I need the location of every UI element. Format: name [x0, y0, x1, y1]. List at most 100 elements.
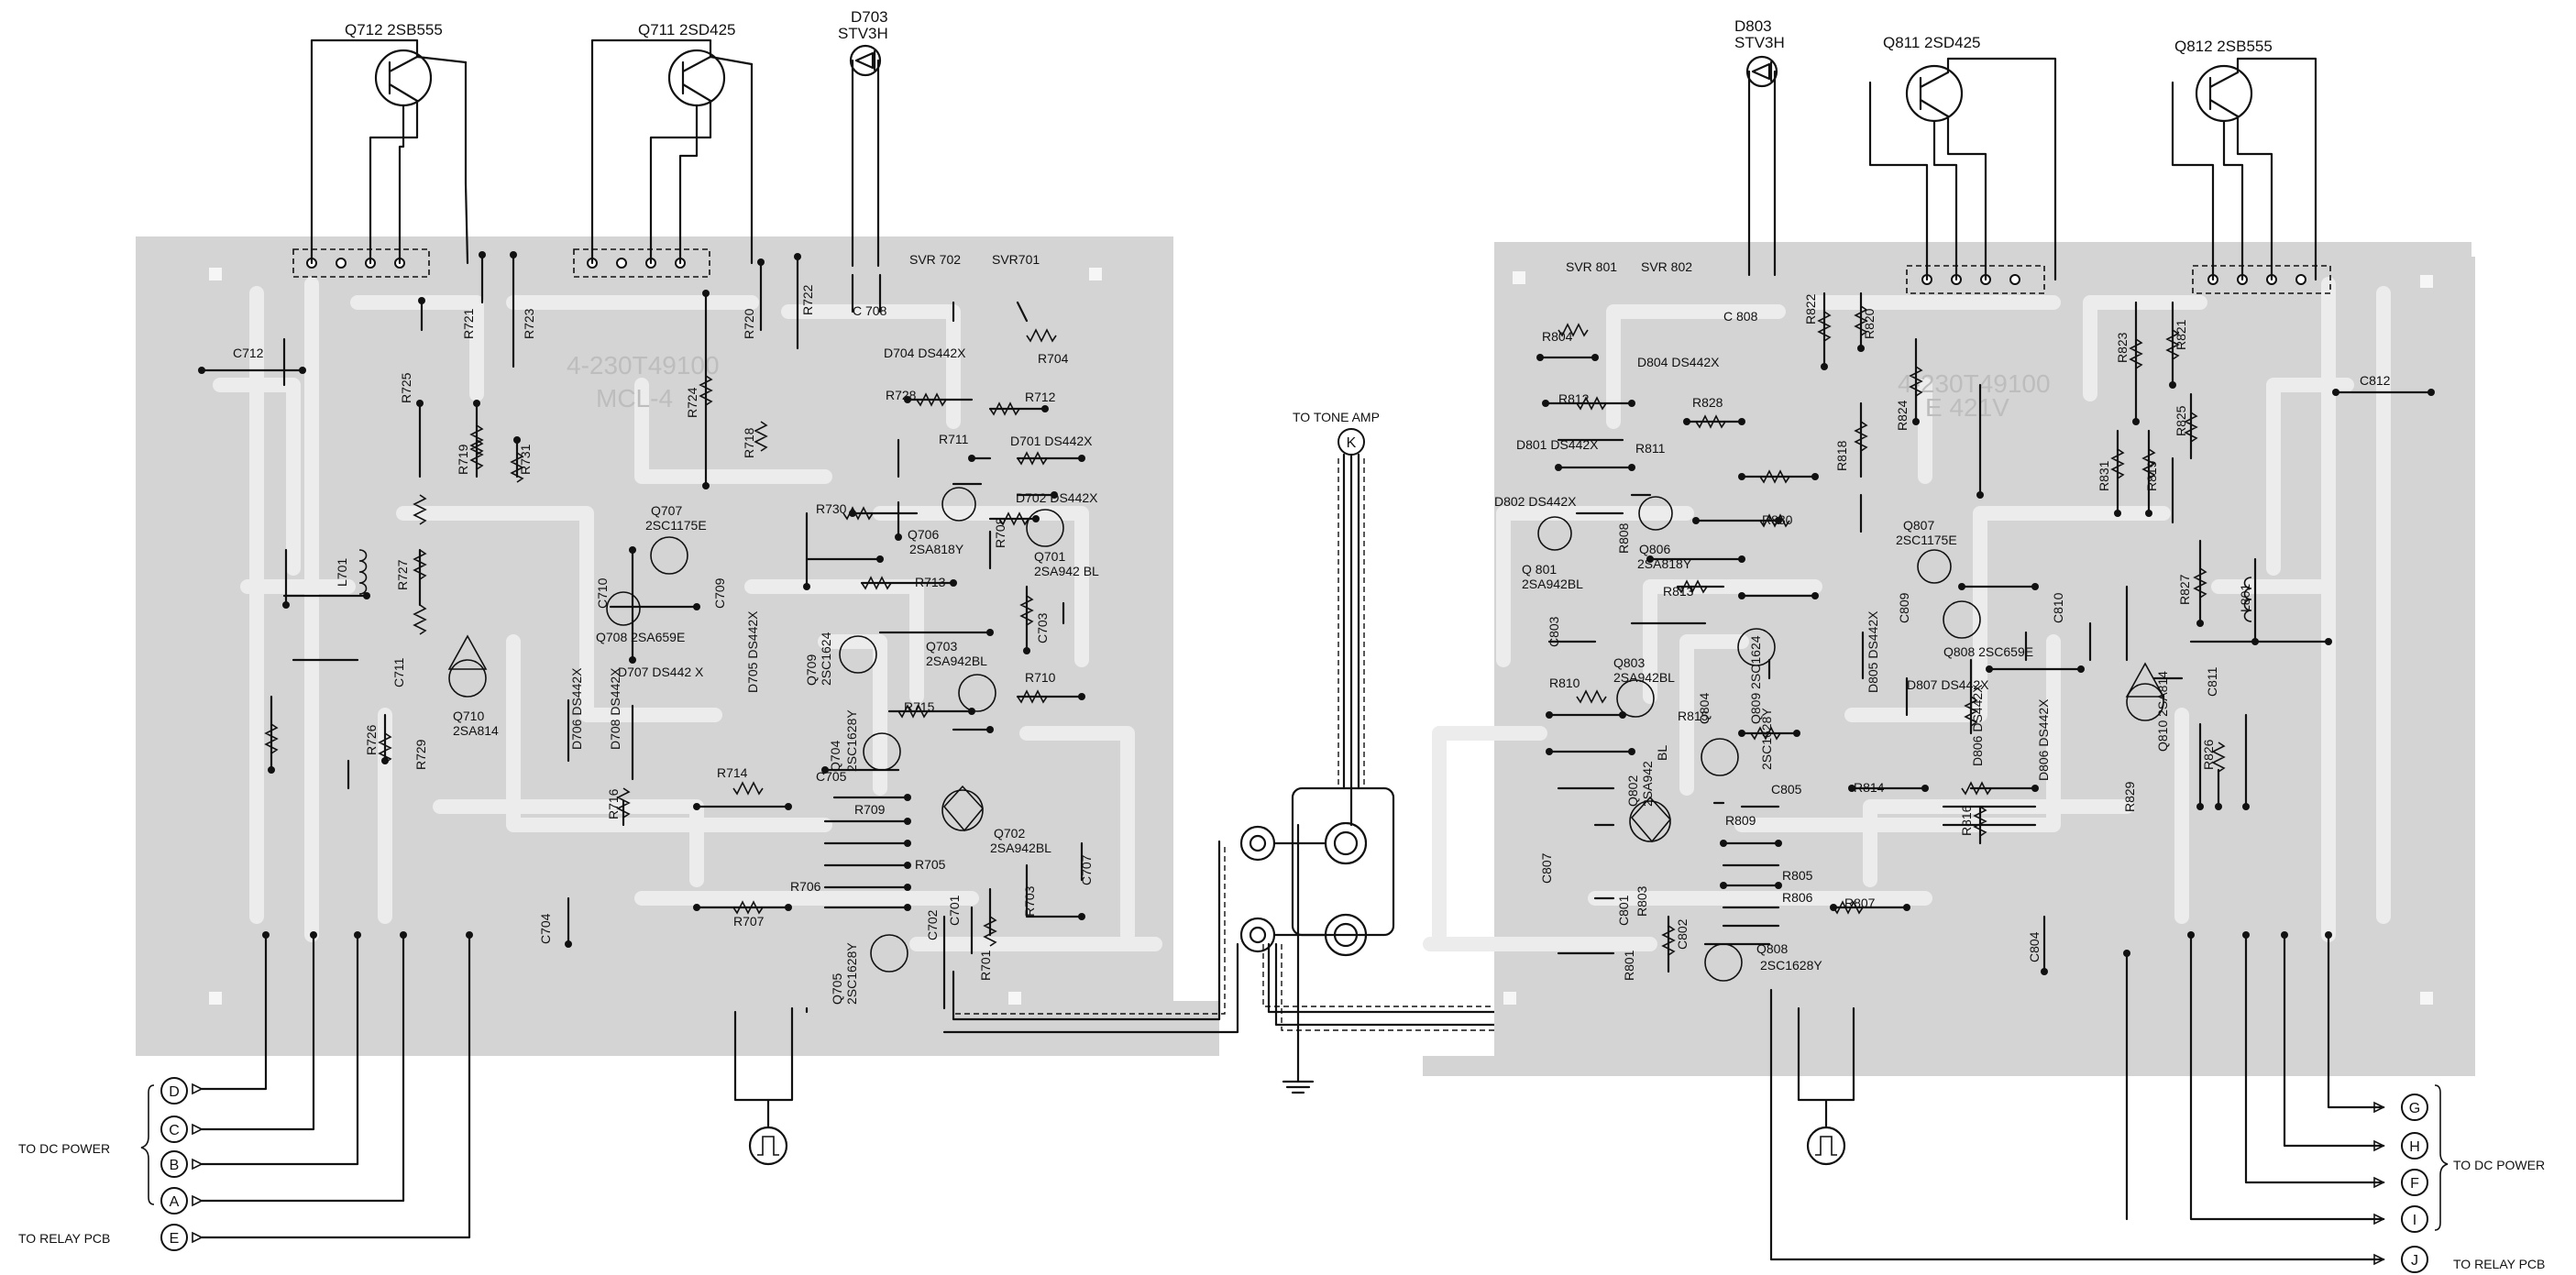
right-board-mark-2: E 421V: [1925, 393, 2009, 422]
q711-transistor: [590, 38, 754, 265]
component-label: C809: [1897, 592, 1911, 623]
component-label: Q810 2SA814: [2155, 671, 2170, 752]
component-label: R821: [2174, 319, 2188, 350]
component-label: R806: [1782, 890, 1813, 905]
component-label: 2SC1628Y: [844, 942, 859, 1005]
terminal-c: C: [169, 1123, 180, 1138]
component-label: R807: [1844, 896, 1876, 910]
component-label: D705 DS442X: [745, 610, 760, 693]
component-label: SVR 801: [1566, 259, 1617, 274]
component-label: R713: [915, 575, 946, 589]
component-label: L701: [335, 558, 349, 587]
component-label: C804: [2027, 931, 2042, 962]
component-label: R805: [1782, 868, 1813, 883]
component-label: D802 DS442X: [1494, 494, 1577, 509]
component-label: C701: [947, 895, 962, 926]
component-label: C704: [538, 913, 553, 944]
component-label: R722: [800, 284, 815, 315]
component-label: 2SC1628Y: [844, 709, 859, 772]
component-label: R703: [1022, 885, 1037, 917]
component-label: R813: [1663, 584, 1694, 599]
component-label: 2SA942BL: [1522, 577, 1583, 591]
right-pcb: 4-230T49100 E 421V Q811 2SD425 Q812 2SB5…: [1423, 17, 2475, 1266]
component-label: Q702: [994, 826, 1025, 841]
component-label: 2SA818Y: [909, 542, 964, 556]
component-label: R719: [456, 444, 470, 475]
component-label: R824: [1895, 400, 1910, 431]
component-label: 2SC1624: [819, 632, 833, 686]
component-label: D804 DS442X: [1637, 355, 1720, 369]
component-label: D807 DS442X: [1907, 677, 1989, 692]
component-label: C709: [712, 577, 727, 609]
component-label: Q806: [1639, 542, 1670, 556]
component-label: R829: [2122, 781, 2137, 812]
component-label: R816: [1959, 805, 1974, 836]
left-terminals: D C B A E TO DC POWER TO RELAY PCB: [18, 1077, 188, 1251]
component-label: R730: [816, 501, 847, 516]
q712-transistor: [310, 38, 469, 265]
component-label: R706: [790, 879, 821, 894]
component-label: R720: [742, 308, 756, 339]
component-label: Q710: [453, 709, 484, 723]
q711-label: Q711 2SD425: [638, 21, 735, 38]
component-label: Q708 2SA659E: [596, 630, 685, 644]
component-label: C702: [925, 909, 940, 940]
component-label: R724: [685, 387, 699, 418]
component-label: R701: [978, 950, 993, 981]
component-label: Q705: [830, 973, 844, 1005]
component-label: D806 DS442X: [1970, 684, 1985, 766]
terminal-i: I: [2413, 1213, 2416, 1228]
component-label: D704 DS442X: [884, 346, 966, 360]
terminal-j: J: [2411, 1253, 2418, 1269]
right-to-dc-power-label: TO DC POWER: [2453, 1158, 2545, 1172]
component-label: R809: [1725, 813, 1756, 828]
component-label: D701 DS442X: [1010, 434, 1093, 448]
tone-amp-connection: TO TONE AMP K: [942, 410, 1716, 1094]
component-label: R812: [1558, 391, 1590, 406]
terminal-f: F: [2410, 1176, 2419, 1192]
component-label: Q803: [1613, 655, 1645, 670]
component-label: R714: [717, 765, 748, 780]
component-label: Q709: [804, 654, 819, 686]
component-label: Q701: [1034, 549, 1065, 564]
component-label: Q808 2SC659E: [1943, 644, 2033, 659]
component-label: Q703: [926, 639, 957, 654]
component-label: D706 DS442X: [569, 667, 584, 750]
component-label: C805: [1771, 782, 1802, 797]
component-label: D801 DS442X: [1516, 437, 1599, 452]
component-label: R804: [1542, 329, 1573, 344]
component-label: R814: [1854, 780, 1885, 795]
d703-type: STV3H: [838, 25, 888, 42]
component-label: C711: [391, 657, 406, 687]
component-label: R710: [1025, 670, 1056, 685]
d803-label: D803: [1734, 17, 1772, 35]
component-label: R830: [1762, 512, 1793, 527]
component-label: C 808: [1723, 309, 1758, 324]
component-label: R721: [461, 308, 476, 339]
component-label: 2SC1175E: [645, 518, 707, 533]
component-label: R811: [1635, 441, 1666, 456]
component-label: R716: [606, 788, 621, 819]
component-label: R823: [2115, 332, 2130, 363]
component-label: Q807: [1903, 518, 1934, 533]
component-label: C801: [1616, 895, 1631, 926]
q811-label: Q811 2SD425: [1883, 34, 1980, 51]
component-label: SVR 802: [1641, 259, 1692, 274]
component-label: R725: [399, 372, 413, 403]
component-label: 2SC1628Y: [1760, 958, 1822, 973]
component-label: R810: [1549, 676, 1580, 690]
d803-diode: [1745, 55, 1778, 277]
component-label: R822: [1803, 293, 1818, 324]
component-label: R819: [2144, 460, 2159, 491]
left-board-mark-2: MCL-4: [596, 384, 673, 412]
component-label: R831: [2097, 460, 2111, 491]
component-label: R729: [413, 739, 428, 770]
component-label: Q809 2SC1624: [1748, 635, 1763, 724]
component-label: R801: [1622, 950, 1636, 981]
terminal-k: K: [1347, 435, 1357, 451]
tone-amp-label: TO TONE AMP: [1293, 410, 1380, 424]
d803-type: STV3H: [1734, 34, 1785, 51]
component-label: C811: [2205, 666, 2219, 697]
terminal-e: E: [170, 1231, 180, 1247]
